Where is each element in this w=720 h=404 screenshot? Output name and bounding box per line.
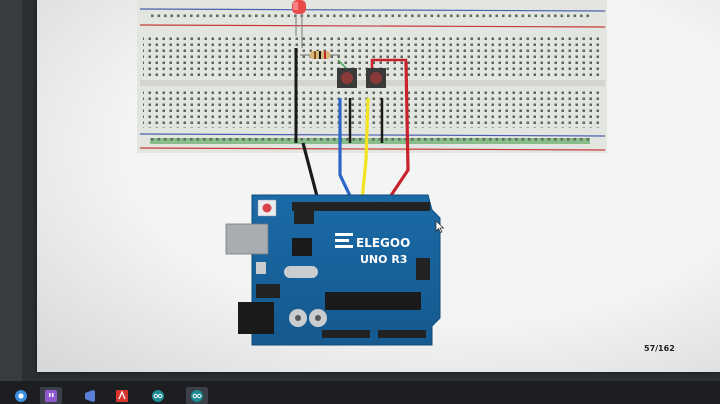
- arduino-uno-board: [225, 194, 441, 346]
- push-button-1: [337, 68, 357, 88]
- acrobat-icon: [116, 389, 128, 402]
- taskbar-twitch-button[interactable]: [40, 387, 62, 404]
- board-brand-logo: ELEGOO: [356, 236, 410, 250]
- twitch-icon: [45, 389, 57, 402]
- taskbar-visual-studio-button[interactable]: [79, 387, 101, 404]
- chrome-icon: [15, 389, 27, 402]
- black-wire: [301, 142, 320, 201]
- green-jumper: [337, 59, 347, 69]
- red-led: [292, 0, 306, 48]
- red-wire: [386, 61, 410, 201]
- yellow-wire: [360, 97, 370, 201]
- taskbar: [0, 381, 720, 404]
- visual-studio-icon: [85, 389, 95, 402]
- mouse-cursor-icon: [435, 220, 445, 234]
- taskbar-arduino-button-1[interactable]: [147, 387, 169, 404]
- page-number: 57/162: [644, 344, 675, 353]
- arduino-icon: [152, 389, 164, 402]
- taskbar-acrobat-button[interactable]: [111, 387, 133, 404]
- taskbar-arduino-button-2[interactable]: [186, 387, 208, 404]
- push-button-2: [366, 68, 386, 88]
- resistor: [300, 51, 340, 59]
- arduino-icon: [191, 389, 203, 402]
- blue-wire: [338, 98, 354, 201]
- taskbar-chrome-button[interactable]: [10, 387, 32, 404]
- board-model-label: UNO R3: [360, 253, 407, 266]
